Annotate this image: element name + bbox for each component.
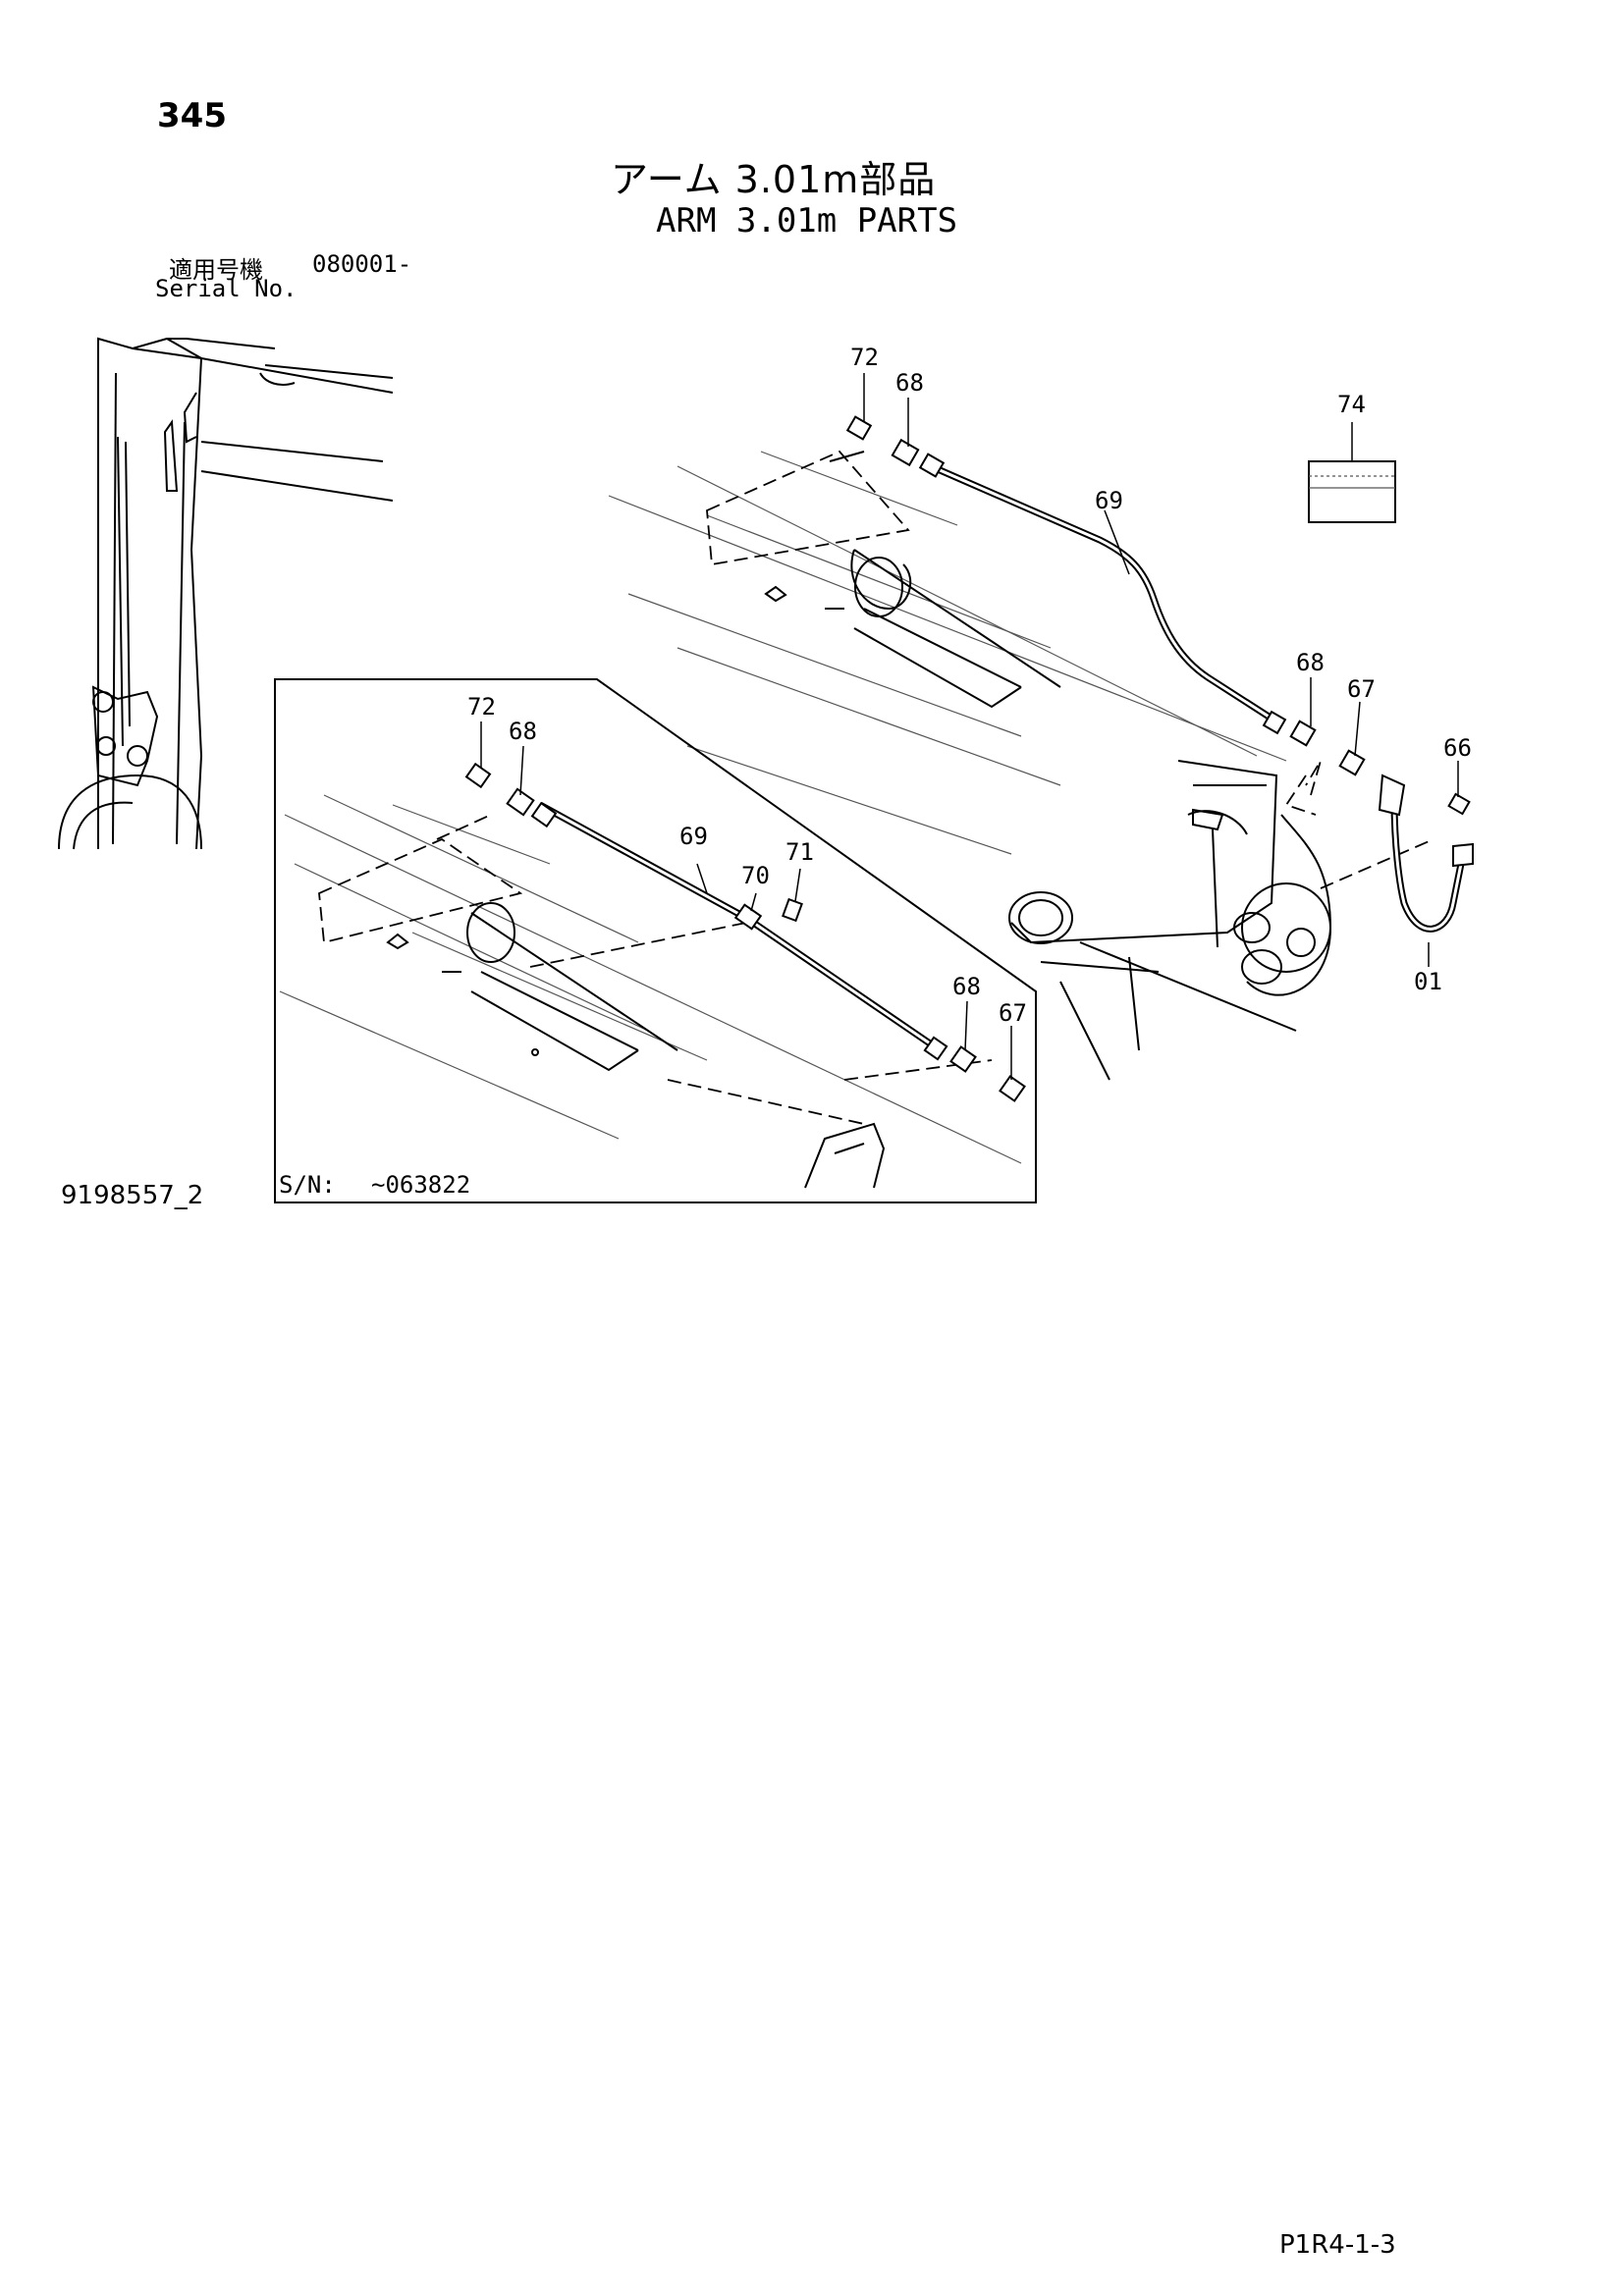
callouts-main: 72 68 69 74 68 67 66 01 (850, 344, 1472, 995)
arm-body-main (608, 450, 1435, 1081)
hydraulic-pipe-69 (936, 465, 1278, 724)
inset-frame (274, 678, 1037, 1203)
callout-68-inset: 68 (509, 718, 537, 745)
serial-value: 080001- (312, 250, 412, 278)
excavator-outline (58, 337, 394, 850)
callout-66: 66 (1443, 734, 1472, 762)
callout-68-main: 68 (895, 369, 924, 397)
title-japanese: アーム 3.01m部品 (611, 158, 937, 201)
page-code: P1R4-1-3 (1279, 2230, 1396, 2260)
callout-71: 71 (785, 838, 814, 866)
callout-69-main: 69 (1095, 487, 1123, 514)
inset-serial-label: S/N: (279, 1171, 336, 1199)
inset-serial-value: ~063822 (371, 1171, 470, 1199)
hydraulic-pipe-69-inset (538, 801, 935, 1048)
callouts-inset: 72 68 69 70 71 68 67 (467, 693, 1027, 1027)
fittings-inset (464, 762, 1026, 1102)
callout-70: 70 (741, 862, 770, 889)
callout-72-inset: 72 (467, 693, 496, 721)
page-number: 345 (157, 96, 227, 135)
serial-label-japanese: 適用号機 (169, 256, 263, 284)
inset-arm (279, 794, 1022, 1189)
fittings-main (845, 415, 1471, 816)
label-plate-74 (1308, 460, 1396, 523)
callout-68-inset-b: 68 (952, 973, 981, 1000)
callout-69-inset: 69 (679, 823, 708, 850)
callout-68-main-b: 68 (1296, 649, 1325, 676)
callout-67-inset: 67 (999, 999, 1027, 1027)
drawing-id: 9198557_2 (61, 1181, 204, 1210)
callout-74: 74 (1337, 391, 1366, 418)
callout-leaders-inset (480, 721, 1012, 1080)
serial-label-english: Serial No. (155, 275, 298, 302)
callout-67-main: 67 (1347, 675, 1376, 703)
callout-leaders-main (863, 373, 1459, 967)
callout-01: 01 (1414, 968, 1442, 995)
hydraulic-hose-01 (1378, 774, 1474, 933)
inset-serial: S/N: ~063822 (279, 1171, 470, 1199)
callout-72-main: 72 (850, 344, 879, 371)
title-english: ARM 3.01m PARTS (656, 201, 958, 240)
